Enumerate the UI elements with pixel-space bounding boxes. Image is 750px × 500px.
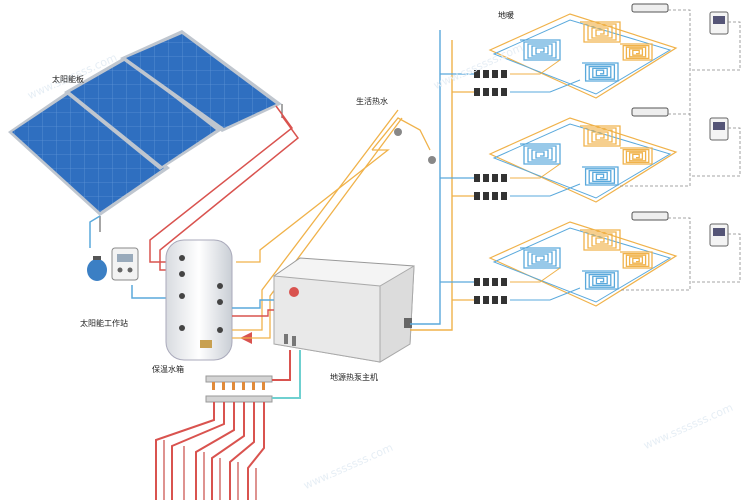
manifold-valve [474, 296, 480, 304]
manifold-valve [474, 278, 480, 286]
manifold-valve [501, 88, 507, 96]
manifold-valve [474, 70, 480, 78]
manifold-valve [483, 174, 489, 182]
storage-tank [165, 239, 233, 361]
storage-tank-label: 保温水箱 [152, 365, 184, 374]
wall-ac-unit-icon [631, 3, 669, 221]
floor-heating-coil [620, 43, 653, 61]
controller-icon [111, 247, 139, 281]
manifold-valve [492, 70, 498, 78]
coil-return-pipe [510, 183, 581, 197]
floor-heating-label: 地暖 [498, 11, 514, 20]
floor-heating-coil [582, 62, 619, 82]
floor-level-3 [440, 221, 678, 307]
coil-return-pipe [510, 79, 581, 93]
pressure-tank-icon [87, 256, 107, 281]
floor-heating-coil [620, 147, 653, 165]
floor-heating-coil [620, 251, 653, 269]
coil-feed-pipe [510, 163, 561, 179]
floor-heating-coil [580, 229, 621, 251]
floor-heating-levels [440, 13, 678, 307]
floor-slab [488, 117, 678, 203]
manifold-valve [501, 278, 507, 286]
manifold-valve [492, 174, 498, 182]
faucet-icon [394, 128, 436, 164]
solar-panel-array [8, 30, 283, 232]
manifold-valve [474, 88, 480, 96]
manifold-icon [205, 375, 273, 403]
coil-feed-pipe [510, 59, 561, 75]
floor-heating-coil [520, 247, 561, 269]
floor-level-2 [440, 117, 678, 203]
manifold-valve [501, 192, 507, 200]
manifold-valve [474, 192, 480, 200]
heat-pump-connection-pipes [232, 30, 453, 331]
domestic-hot-water-pipes [232, 109, 431, 339]
thermostat-icon [709, 11, 729, 247]
manifold-valve [483, 192, 489, 200]
manifold-valve [501, 174, 507, 182]
floor-heating-coil [582, 166, 619, 186]
floor-level-1 [440, 13, 678, 99]
floor-heating-coil [520, 143, 561, 165]
manifold-valve [474, 174, 480, 182]
manifold-valve [483, 88, 489, 96]
ground-loop-pipes [155, 350, 301, 500]
floor-heating-coil [580, 21, 621, 43]
solar-station-label: 太阳能工作站 [80, 319, 128, 328]
control-wiring [620, 9, 741, 291]
manifold-valve [483, 70, 489, 78]
coil-return-pipe [510, 287, 581, 301]
floor-slab-inner [492, 19, 672, 95]
floor-slab-inner [492, 227, 672, 303]
manifold-valve [483, 278, 489, 286]
solar-panel-label: 太阳能板 [52, 75, 84, 84]
manifold-valve [492, 296, 498, 304]
manifold-valve [483, 296, 489, 304]
manifold-valve [492, 192, 498, 200]
manifold-valve [492, 88, 498, 96]
manifold-valve [501, 296, 507, 304]
solar-loop-pipes [89, 105, 300, 299]
heat-pump-unit-label: 地源热泵主机 [330, 373, 378, 382]
floor-slab [488, 221, 678, 307]
floor-slab [488, 13, 678, 99]
heat-pump-unit [273, 257, 415, 363]
floor-slab-inner [492, 123, 672, 199]
floor-heating-coil [582, 270, 619, 290]
manifold-valve [501, 70, 507, 78]
domestic-hot-water-label: 生活热水 [356, 97, 388, 106]
coil-feed-pipe [510, 267, 561, 283]
manifold-valve [492, 278, 498, 286]
floor-heating-coil [580, 125, 621, 147]
floor-heating-coil [520, 39, 561, 61]
